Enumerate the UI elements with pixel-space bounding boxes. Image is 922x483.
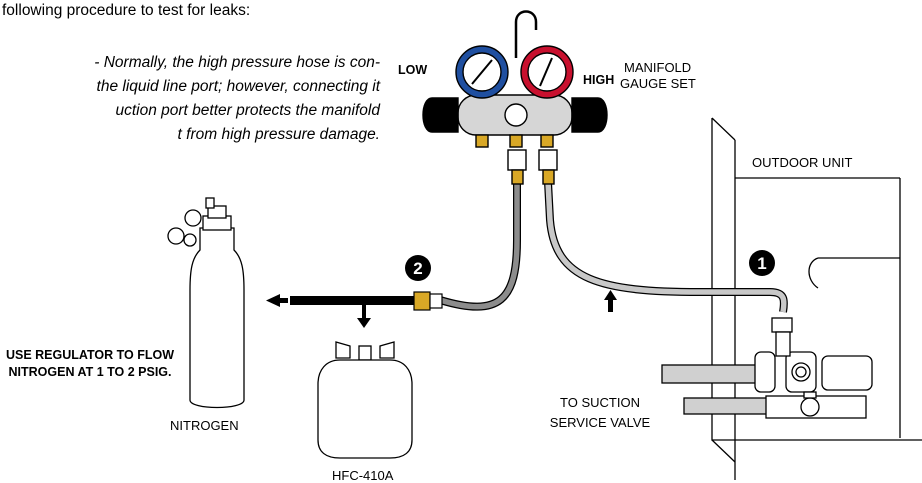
high-side-hose (544, 181, 788, 313)
high-label: HIGH (583, 73, 615, 87)
svg-text:2: 2 (413, 259, 422, 278)
tee-line (266, 291, 443, 328)
manifold-label-line1: MANIFOLD (624, 60, 692, 75)
regulator-instruction: USE REGULATOR TO FLOW NITROGEN AT 1 TO 2… (5, 348, 175, 379)
outdoor-unit-label: OUTDOOR UNIT (752, 155, 853, 170)
note-line-2: the liquid line port; however, connectin… (96, 78, 380, 95)
flow-arrow-up (604, 290, 617, 312)
marker-2: 2 (405, 255, 431, 281)
note-line-3: uction port better protects the manifold (115, 102, 380, 119)
svg-text:1: 1 (757, 254, 766, 273)
nitrogen-cylinder (167, 197, 245, 409)
low-label: LOW (398, 63, 428, 77)
outdoor-unit (711, 117, 922, 480)
intro-text: following procedure to test for leaks: (2, 2, 251, 19)
refrigerant-tank (317, 341, 413, 459)
nitrogen-label: NITROGEN (170, 418, 239, 433)
note-line-1: - Normally, the high pressure hose is co… (94, 54, 380, 71)
low-side-hose (438, 182, 521, 311)
marker-1: 1 (749, 250, 775, 276)
suction-service-valve (661, 317, 873, 419)
refrigerant-label: HFC-410A (332, 468, 394, 483)
manifold-gauge-set (422, 10, 608, 185)
manifold-label-line2: GAUGE SET (620, 76, 696, 91)
note-line-4: t from high pressure damage. (177, 126, 380, 143)
suction-valve-label: TO SUCTION SERVICE VALVE (549, 395, 651, 430)
